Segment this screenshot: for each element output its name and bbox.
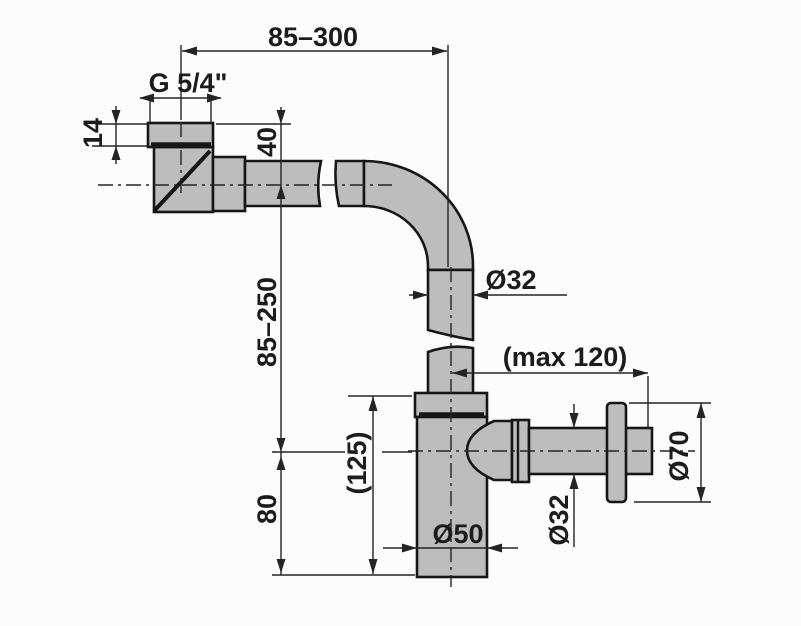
arrowhead <box>402 543 417 553</box>
arrowhead <box>111 146 121 160</box>
arrowhead <box>276 438 286 452</box>
arrowhead <box>276 110 286 124</box>
arrowhead <box>432 46 447 56</box>
dimension-labels: 85–300 G 5/4" 14 40 85–250 Ø32 (max 120)… <box>78 22 694 549</box>
dim-label-inlet-depth: 40 <box>252 127 282 157</box>
inlet-elbow-outlet <box>211 155 247 213</box>
arrowhead <box>276 456 286 470</box>
horizontal-pipe-segment-1 <box>243 159 323 208</box>
dim-label-body-height: (125) <box>342 431 372 494</box>
horizontal-pipe-segment-2 <box>334 159 366 208</box>
arrowhead <box>368 559 378 574</box>
arrowhead <box>473 290 488 300</box>
arrowhead <box>413 290 428 300</box>
arrowhead <box>487 543 502 553</box>
dim-label-flange-diameter: Ø70 <box>664 430 694 481</box>
dim-label-outlet-diameter: Ø32 <box>544 494 574 545</box>
wall-flange <box>605 401 628 504</box>
dim-label-riser-range: 85–250 <box>252 277 282 367</box>
elbow-miter-cut-inner <box>152 155 207 213</box>
arrowhead <box>569 413 579 428</box>
dim-label-thread: G 5/4" <box>149 68 228 98</box>
arrowhead <box>633 368 648 378</box>
arrowhead <box>696 487 706 502</box>
pipe-bend <box>362 159 475 272</box>
arrowhead <box>696 403 706 418</box>
arrowhead <box>569 474 579 489</box>
arrowhead <box>182 46 197 56</box>
dim-label-max-offset: (max 120) <box>503 342 628 372</box>
arrowhead <box>452 368 467 378</box>
arrowhead <box>276 559 286 573</box>
arrowhead <box>111 110 121 124</box>
dimension-lines <box>92 45 711 576</box>
arrowhead <box>368 396 378 411</box>
arrowhead <box>207 93 222 103</box>
dim-label-lower-height: 80 <box>252 494 282 524</box>
dim-label-riser-diameter: Ø32 <box>485 265 536 295</box>
riser-segment-2 <box>426 345 475 396</box>
arrowhead <box>276 185 286 199</box>
arrowhead <box>139 93 154 103</box>
dim-label-nut-height: 14 <box>78 118 108 148</box>
dim-label-top-width: 85–300 <box>268 22 358 52</box>
dim-label-body-diameter: Ø50 <box>432 519 483 549</box>
centerlines <box>98 122 695 587</box>
